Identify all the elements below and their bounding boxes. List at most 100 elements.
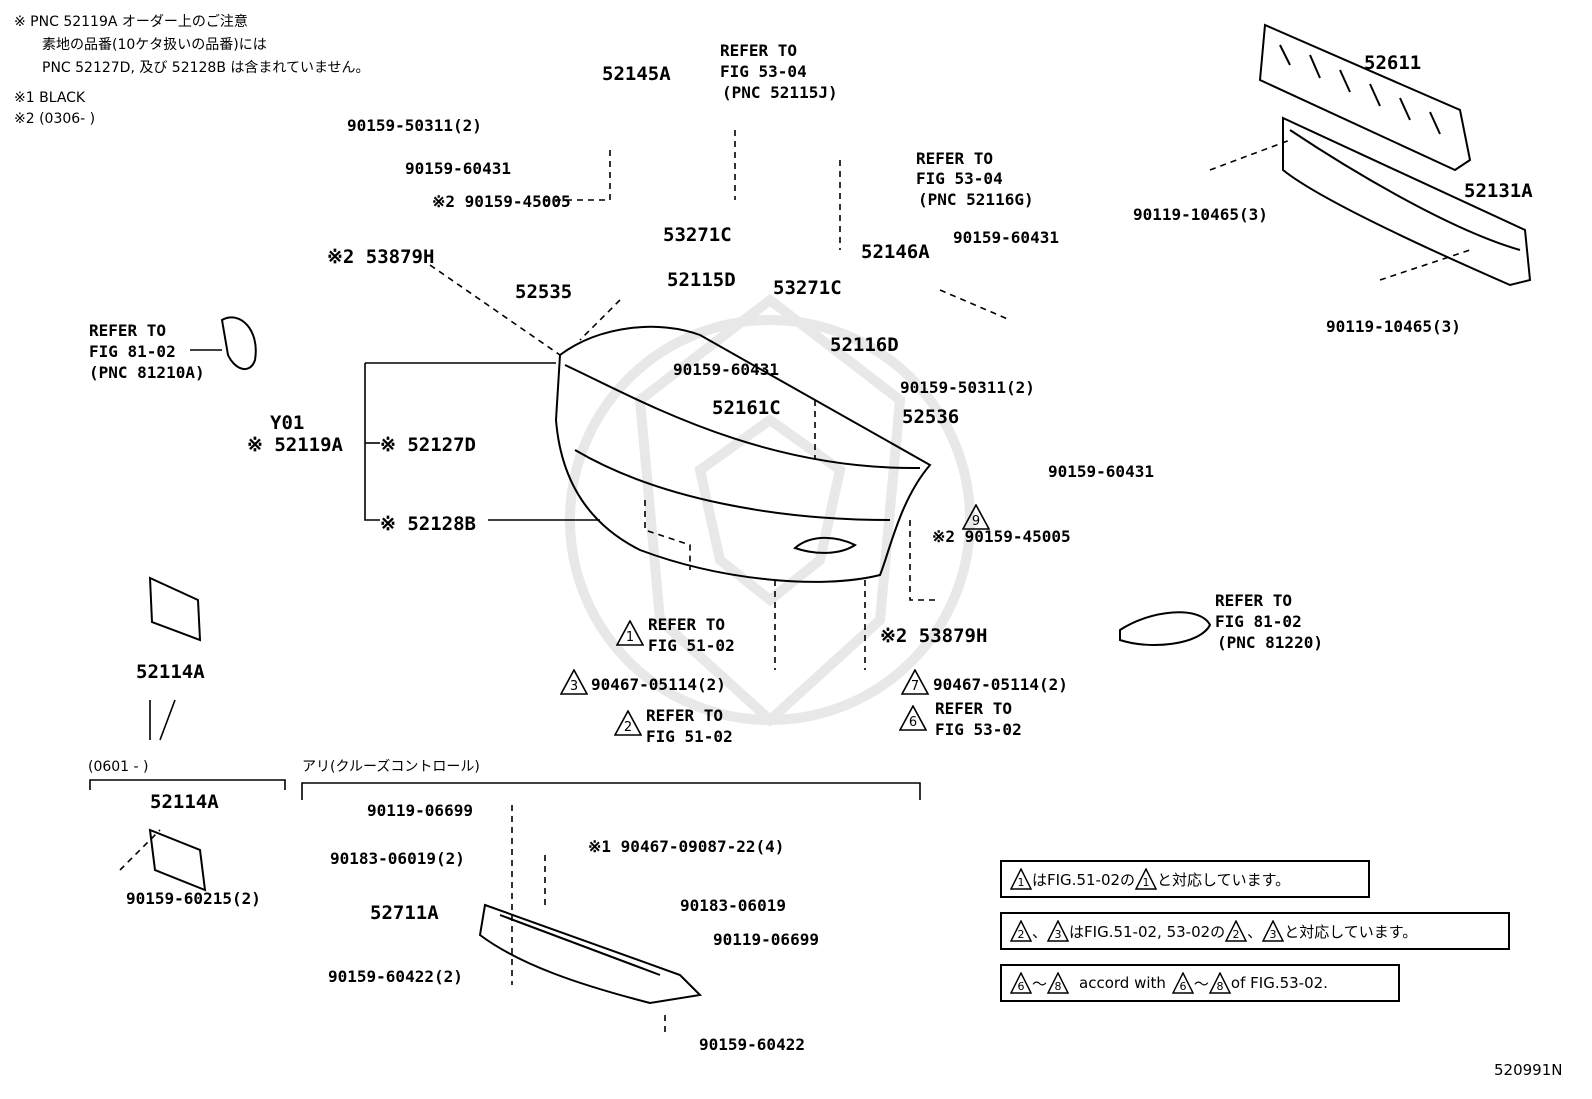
part-label[interactable]: 52535 bbox=[515, 281, 573, 303]
bolt-label[interactable]: 90159-60215(2) bbox=[126, 889, 261, 908]
refer-text: FIG 53-02 bbox=[935, 720, 1022, 739]
part-label[interactable]: 52611 bbox=[1364, 52, 1422, 74]
refer-text: REFER TO bbox=[720, 41, 798, 60]
part-label[interactable]: 52161C bbox=[712, 397, 781, 419]
leader-lines bbox=[119, 130, 1471, 1035]
legend-separator: 、 bbox=[1247, 922, 1263, 941]
note-line-3: PNC 52127D, 及び 52128B は含まれていません。 bbox=[42, 60, 370, 76]
legend-text: of FIG.53-02. bbox=[1230, 974, 1328, 992]
svg-text:2: 2 bbox=[1018, 928, 1025, 941]
part-label[interactable]: 53271C bbox=[773, 277, 842, 299]
triangle-icon: 1 bbox=[1135, 868, 1158, 890]
legend-row-3: 6 〜 8 accord with 6 〜 8 of FIG.53-02. bbox=[1000, 964, 1400, 1002]
svg-text:8: 8 bbox=[1216, 980, 1223, 993]
fog-lamp-right bbox=[1119, 611, 1212, 646]
bolt-label[interactable]: 90159-60431 bbox=[953, 228, 1059, 247]
legend-dash: 〜 bbox=[1032, 974, 1048, 993]
undercover-52711A bbox=[478, 903, 703, 1005]
part-label[interactable]: ※ 52128B bbox=[380, 513, 476, 535]
triangle-icon: 8 bbox=[1047, 972, 1070, 994]
refer-text: FIG 81-02 bbox=[89, 342, 176, 361]
svg-text:6: 6 bbox=[1179, 980, 1186, 993]
svg-text:8: 8 bbox=[1055, 980, 1062, 993]
svg-text:3: 3 bbox=[570, 679, 578, 694]
color-code: Y01 bbox=[270, 412, 305, 434]
bolt-label[interactable]: 90159-50311(2) bbox=[347, 116, 482, 135]
part-label[interactable]: 52146A bbox=[861, 241, 930, 263]
part-label[interactable]: 52115D bbox=[667, 269, 736, 291]
svg-text:3: 3 bbox=[1055, 928, 1062, 941]
refer-text: (PNC 81210A) bbox=[89, 363, 205, 382]
legend-dash: 〜 bbox=[1193, 974, 1209, 993]
reinforcement-52131A bbox=[1282, 116, 1532, 287]
triangle-icon: 8 bbox=[1208, 972, 1231, 994]
triangle-icon: 3 bbox=[1047, 920, 1070, 942]
fog-lamp-left bbox=[220, 316, 257, 370]
legend-separator: 、 bbox=[1032, 922, 1048, 941]
part-label[interactable]: ※2 53879H bbox=[880, 625, 988, 647]
clip-label[interactable]: ※1 90467-09087-22(4) bbox=[588, 837, 785, 856]
bolt-label[interactable]: 90159-50311(2) bbox=[900, 378, 1035, 397]
note-line-1: ※ PNC 52119A オーダー上のご注意 bbox=[14, 14, 248, 30]
refer-text: REFER TO bbox=[646, 706, 724, 725]
part-label[interactable]: ※ 52127D bbox=[380, 434, 476, 456]
bolt-label[interactable]: 90183-06019 bbox=[680, 896, 786, 915]
bolt-label[interactable]: 90159-60422 bbox=[699, 1035, 805, 1054]
triangle-icon: 2 bbox=[1010, 920, 1032, 942]
refer-text: (PNC 52116G) bbox=[918, 190, 1034, 209]
legend-text: はFIG.51-02の bbox=[1032, 870, 1136, 889]
bolt-label[interactable]: 90119-10465(3) bbox=[1133, 205, 1268, 224]
triangle-icon: 6 bbox=[1171, 972, 1194, 994]
license-bracket-52114A bbox=[148, 576, 207, 892]
part-label[interactable]: 53271C bbox=[663, 224, 732, 246]
triangle-icon: 6 bbox=[1010, 972, 1032, 994]
note-line-5: ※2 (0306- ) bbox=[14, 111, 96, 127]
bolt-label[interactable]: 90159-60431 bbox=[405, 159, 511, 178]
refer-text: FIG 51-02 bbox=[646, 727, 733, 746]
part-label[interactable]: 52114A bbox=[150, 791, 219, 813]
triangle-icon: 1 bbox=[616, 620, 644, 646]
part-label[interactable]: 52145A bbox=[602, 63, 671, 85]
triangle-icon: 2 bbox=[1225, 920, 1248, 942]
part-label[interactable]: 52131A bbox=[1464, 180, 1533, 202]
cruise-bracket bbox=[301, 782, 921, 800]
range-label: (0601 - ) bbox=[88, 759, 149, 775]
bolt-label[interactable]: 90159-60422(2) bbox=[328, 967, 463, 986]
part-label[interactable]: 52536 bbox=[902, 406, 960, 428]
triangle-icon: 1 bbox=[1010, 868, 1032, 890]
svg-text:3: 3 bbox=[1270, 928, 1277, 941]
triangle-icon: 6 bbox=[899, 705, 927, 731]
bolt-label[interactable]: 90119-06699 bbox=[713, 930, 819, 949]
refer-text: REFER TO bbox=[648, 615, 726, 634]
bumper-cover bbox=[554, 325, 932, 583]
clip-label[interactable]: 90467-05114(2) bbox=[933, 675, 1068, 694]
triangle-icon: 3 bbox=[1262, 920, 1285, 942]
refer-text: REFER TO bbox=[916, 149, 994, 168]
triangle-icon: 2 bbox=[614, 710, 642, 736]
refer-text: REFER TO bbox=[1215, 591, 1293, 610]
bolt-label[interactable]: 90159-60431 bbox=[673, 360, 779, 379]
solid-leaders bbox=[149, 349, 600, 741]
legend-text: と対応しています。 bbox=[1157, 870, 1291, 889]
part-label[interactable]: 52114A bbox=[136, 661, 205, 683]
legend-row-1: 1 はFIG.51-02の 1 と対応しています。 bbox=[1000, 860, 1370, 898]
bolt-label[interactable]: 90159-60431 bbox=[1048, 462, 1154, 481]
part-label[interactable]: 52711A bbox=[370, 902, 439, 924]
part-label[interactable]: 52116D bbox=[830, 334, 899, 356]
bolt-label[interactable]: ※2 90159-45005 bbox=[932, 527, 1071, 546]
refer-text: FIG 81-02 bbox=[1215, 612, 1302, 631]
part-label[interactable]: ※2 53879H bbox=[327, 246, 435, 268]
part-label[interactable]: ※ 52119A bbox=[247, 434, 343, 456]
legend-row-2: 2 、 3 はFIG.51-02, 53-02の 2 、 3 と対応しています。 bbox=[1000, 912, 1510, 950]
svg-text:6: 6 bbox=[909, 715, 917, 730]
bolt-label[interactable]: 90119-06699 bbox=[367, 801, 473, 820]
svg-text:1: 1 bbox=[626, 630, 634, 645]
bolt-label[interactable]: 90119-10465(3) bbox=[1326, 317, 1461, 336]
clip-label[interactable]: 90467-05114(2) bbox=[591, 675, 726, 694]
note-line-2: 素地の品番(10ケタ扱いの品番)には bbox=[42, 37, 267, 53]
figure-number: 520991N bbox=[1494, 1061, 1563, 1079]
bolt-label[interactable]: 90183-06019(2) bbox=[330, 849, 465, 868]
bolt-label[interactable]: ※2 90159-45005 bbox=[432, 192, 571, 211]
